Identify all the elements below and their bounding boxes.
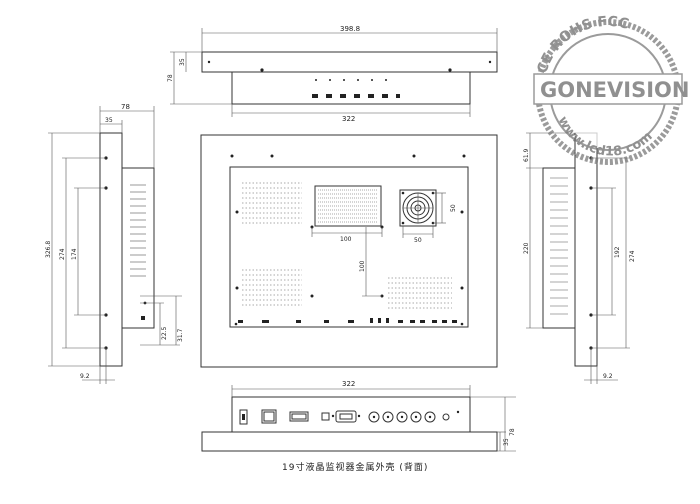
bottom-view: 322 78 35 bbox=[201, 380, 516, 452]
gonevision-logo: CE ROHS FCC GONEVISION www.lcd18.com bbox=[533, 14, 689, 165]
left-jack-b-label: 31.7 bbox=[177, 328, 184, 342]
left-bottom-label: 9.2 bbox=[80, 373, 90, 380]
top-offset-label: 35 bbox=[179, 58, 186, 66]
bottom-depth-label: 78 bbox=[509, 428, 516, 436]
right-view: 61.9 220 192 274 9.2 bbox=[523, 132, 636, 384]
top-view: 398.8 322 78 35 bbox=[167, 25, 498, 123]
fan-height-label: 50 bbox=[450, 204, 457, 212]
right-top-label: 61.9 bbox=[523, 148, 530, 162]
left-view: 78 35 326.8 274 174 22.5 31.7 9.2 bbox=[45, 103, 184, 384]
left-offset-label: 35 bbox=[105, 117, 113, 124]
drawing-caption: 19寸液晶监视器金属外壳 (背面) bbox=[282, 461, 428, 473]
svg-text:GONEVISION: GONEVISION bbox=[540, 78, 689, 102]
right-hole-span-label: 192 bbox=[614, 246, 621, 258]
left-height-label: 326.8 bbox=[45, 241, 52, 258]
rear-view: 50 50 100 100 bbox=[200, 134, 498, 368]
top-depth-label: 78 bbox=[167, 74, 174, 82]
right-inner-height-label: 274 bbox=[629, 250, 636, 262]
vesa-h-label: 100 bbox=[340, 236, 352, 243]
outer-bezel bbox=[200, 134, 498, 368]
right-bottom-label: 9.2 bbox=[603, 373, 613, 380]
right-height-label: 220 bbox=[523, 242, 530, 254]
left-hole-span-label: 174 bbox=[71, 248, 78, 260]
fan-icon bbox=[399, 189, 437, 227]
vent-bottom-right bbox=[388, 277, 452, 309]
vesa-v-label: 100 bbox=[359, 260, 366, 272]
fan-width-label: 50 bbox=[414, 237, 422, 244]
vent-bottom-left bbox=[242, 269, 302, 306]
left-depth-label: 78 bbox=[121, 103, 130, 111]
left-inner-height-label: 274 bbox=[59, 248, 66, 260]
top-inner-width-label: 322 bbox=[342, 115, 355, 123]
bottom-width-label: 322 bbox=[342, 380, 355, 388]
top-width-label: 398.8 bbox=[340, 25, 360, 33]
bottom-offset-label: 35 bbox=[503, 438, 510, 446]
back-panel bbox=[229, 166, 469, 328]
vent-top-left bbox=[242, 182, 302, 224]
left-jack-a-label: 22.5 bbox=[161, 326, 168, 340]
